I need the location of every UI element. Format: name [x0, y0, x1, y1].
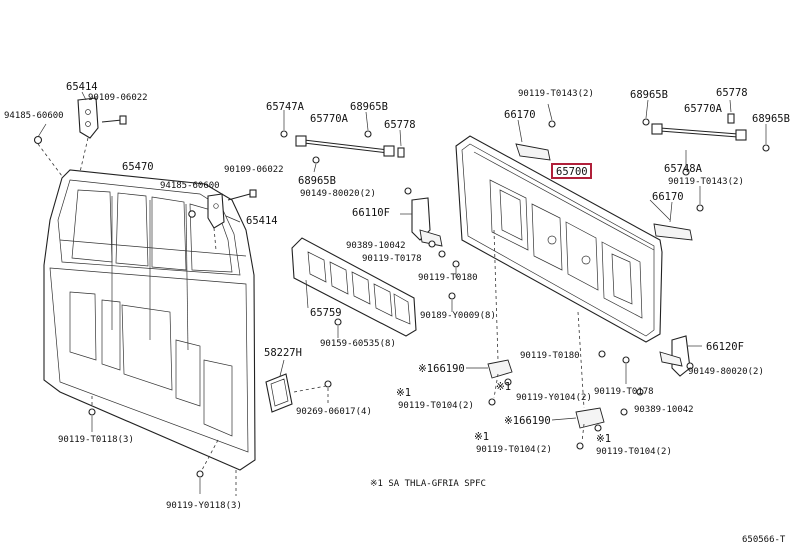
label-90119-t0178-left: 90119-T0178	[362, 254, 422, 264]
label-90189-y0009: 90189-Y0009(8)	[420, 311, 496, 321]
bolt-90109-06022-top	[101, 115, 127, 125]
tailgate-65700	[455, 135, 663, 343]
bolt-90119-y0118-b	[196, 439, 237, 496]
label-90119-y0104-a: 90119-Y0104(2)	[516, 393, 592, 403]
label-66170-top: 66170	[504, 109, 536, 121]
bolt-68965b-right	[762, 124, 770, 152]
label-66120f: 66120F	[706, 341, 744, 353]
bolt-90109-06022-mid	[227, 189, 257, 201]
label-65770a-left: 65770A	[310, 113, 349, 125]
label-65770a-right: 65770A	[684, 103, 723, 115]
label-58227h: 58227H	[264, 347, 302, 359]
label-90119-t0143-right: 90119-T0143(2)	[668, 177, 744, 187]
label-90119-t0178-right: 90119-T0178	[594, 387, 654, 397]
bolt-68965b-left-bot	[312, 156, 320, 173]
label-94185-60600-mid: 94185-60600	[160, 181, 220, 191]
label-1-a: ※1	[496, 381, 511, 393]
label-65778-right: 65778	[716, 87, 748, 99]
label-90149-80020-left: 90149-80020(2)	[300, 189, 376, 199]
handle-66170-right	[653, 201, 693, 241]
bolt-68965b-right-top	[642, 99, 650, 126]
label-166190-b: ※166190	[504, 415, 551, 427]
label-90119-t0104-a: 90119-T0104(2)	[398, 401, 474, 411]
label-65748a: 65748A	[664, 163, 703, 175]
label-90119-y0118-b: 90119-Y0118(3)	[166, 501, 242, 511]
handle-66170-top	[515, 119, 551, 161]
bolt-90149-80020-left	[404, 187, 412, 195]
nut-94185-60600-top	[33, 135, 43, 145]
label-1-d: ※1	[596, 433, 611, 445]
highlight-box-65700	[551, 163, 592, 179]
bolt-65778-left	[397, 129, 405, 158]
bolt-65747a	[280, 110, 288, 138]
label-90389-10042-left: 90389-10042	[346, 241, 406, 251]
label-90389-10042-right: 90389-10042	[634, 405, 694, 415]
label-65414-top: 65414	[66, 81, 98, 93]
label-65759: 65759	[310, 307, 342, 319]
label-90119-t0180-left: 90119-T0180	[418, 273, 478, 283]
label-90109-06022-top: 90109-06022	[88, 93, 148, 103]
label-65414-mid: 65414	[246, 215, 278, 227]
bolt-90119-t0178-right	[622, 356, 630, 384]
part-labels: 65414 90109-06022 94185-60600 65470 9418…	[4, 81, 790, 545]
label-1-b: ※1	[396, 387, 411, 399]
bolt-65778-right	[727, 99, 735, 124]
hinge-66110f	[411, 197, 443, 247]
label-68965b-right-top: 68965B	[630, 89, 668, 101]
label-66170-right: 66170	[652, 191, 684, 203]
label-90109-06022-mid: 90109-06022	[224, 165, 284, 175]
bracket-65414-top	[77, 97, 99, 139]
label-65747a: 65747A	[266, 101, 305, 113]
bolt-90269-06017	[293, 380, 332, 404]
protector-65759	[291, 237, 417, 337]
bolt-90119-t0143-top	[547, 103, 556, 128]
bolt-90119-t0143-right	[696, 186, 704, 212]
bolt-68965b-left-top	[364, 111, 372, 138]
bolt-90119-t0178-left	[438, 250, 446, 258]
label-90119-t0180-mid: 90119-T0180	[520, 351, 580, 361]
label-66110f: 66110F	[352, 207, 390, 219]
label-90119-t0104-c: 90119-T0104(2)	[596, 447, 672, 457]
label-68965b-right: 68965B	[752, 113, 790, 125]
hinge-66120f	[659, 335, 691, 377]
label-90159-60535: 90159-60535(8)	[320, 339, 396, 349]
bolt-90159-60535	[334, 318, 342, 338]
cable-65770a-right	[651, 123, 747, 141]
bolt-90119-t0118-a	[88, 396, 96, 432]
footnote: ※1 SA THLA-GFRIA SPFC	[370, 479, 486, 489]
label-90269-06017: 90269-06017(4)	[296, 407, 372, 417]
nut-94185-60600-mid	[188, 210, 196, 218]
label-68965b-left-top: 68965B	[350, 101, 388, 113]
back-panel-65470	[43, 169, 256, 471]
cable-65770a-left	[295, 135, 395, 157]
bolt-65748a	[682, 150, 690, 176]
label-68965b-left-bot: 68965B	[298, 175, 336, 187]
label-90119-t0104-b: 90119-T0104(2)	[476, 445, 552, 455]
striker-166190-a	[487, 359, 513, 406]
label-1-c: ※1	[474, 431, 489, 443]
clip-90189-y0009	[448, 292, 456, 312]
bolt-90389-10042-left	[428, 240, 436, 248]
bracket-65414-mid	[207, 193, 225, 229]
figure-code: 650566-T	[742, 535, 786, 545]
bolt-90119-t0180-left	[452, 260, 460, 278]
bolt-90119-t0180-mid	[598, 350, 606, 358]
striker-166190-b	[575, 407, 628, 450]
plate-58227h	[265, 373, 293, 413]
label-94185-60600-top: 94185-60600	[4, 111, 64, 121]
bolt-90389-10042-right	[636, 388, 644, 396]
bolt-90149-80020-right	[686, 362, 694, 370]
label-65470: 65470	[122, 161, 154, 173]
label-65700: 65700	[556, 166, 588, 178]
label-90119-t0118-a: 90119-T0118(3)	[58, 435, 134, 445]
label-65778-left: 65778	[384, 119, 416, 131]
label-90119-t0143-top: 90119-T0143(2)	[518, 89, 594, 99]
label-90149-80020-right: 90149-80020(2)	[688, 367, 764, 377]
leader-lines	[81, 91, 702, 421]
label-166190-a: ※166190	[418, 363, 465, 375]
